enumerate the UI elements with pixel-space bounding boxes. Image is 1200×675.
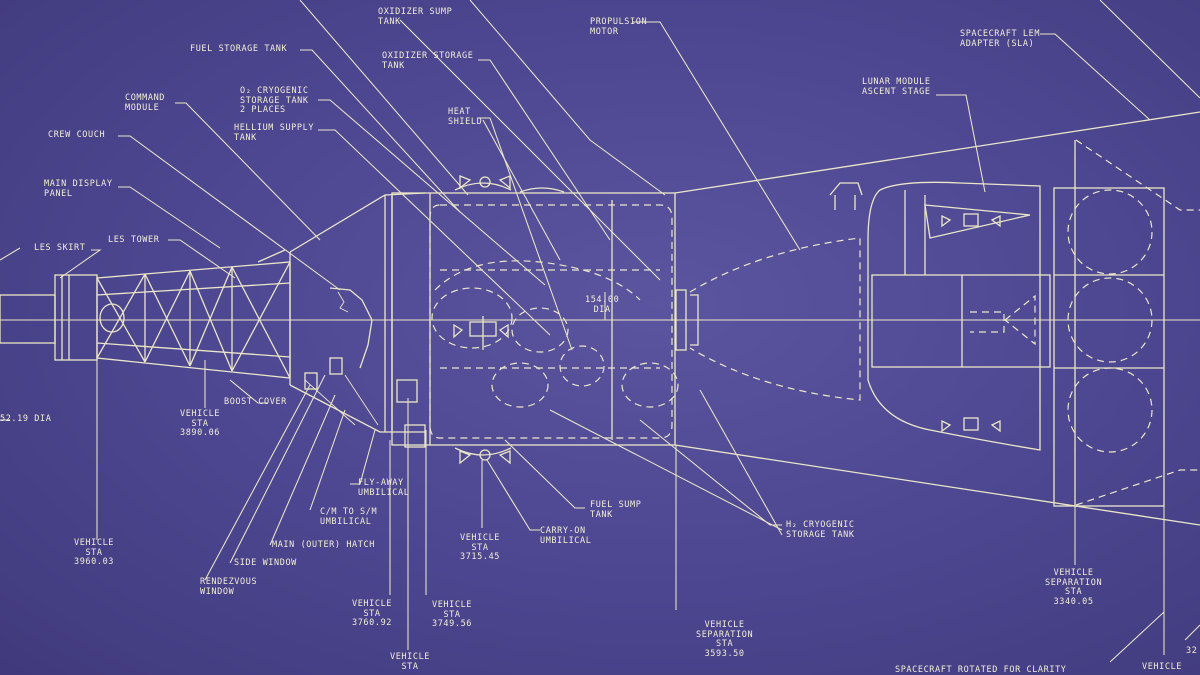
label-vehicle-sta-3715: VEHICLE STA 3715.45	[460, 533, 501, 562]
service-module	[391, 175, 679, 465]
label-vehicle-sta-3890: VEHICLE STA 3890.06	[180, 409, 221, 438]
label-vehicle-right-edge: VEHICLE	[1142, 662, 1183, 672]
label-vehicle-sta-3760: VEHICLE STA 3760.92	[352, 599, 393, 628]
label-oxidizer-storage-tank: OXIDIZER STORAGE TANK	[382, 51, 474, 71]
label-lunar-module-ascent-stage: LUNAR MODULE ASCENT STAGE	[862, 77, 931, 97]
label-rendezvous-window: RENDEZVOUS WINDOW	[200, 577, 258, 597]
label-dia-52-19: 52.19 DIA	[0, 414, 52, 424]
lunar-module	[829, 181, 1051, 451]
label-vehicle-sta-bottom: VEHICLE STA	[390, 652, 431, 672]
label-h2-cryogenic-storage-tank: H₂ CRYOGENIC STORAGE TANK	[786, 520, 855, 540]
sla-adapter	[674, 111, 1200, 526]
label-side-window: SIDE WINDOW	[234, 558, 297, 568]
les-tower-truss	[96, 249, 291, 379]
label-les-tower: LES TOWER	[108, 235, 160, 245]
label-fuel-storage-tank: FUEL STORAGE TANK	[190, 44, 288, 54]
label-boost-cover: BOOST COVER	[224, 397, 287, 407]
label-cm-to-sm-umbilical: C/M TO S/M UMBILICAL	[320, 507, 378, 527]
les-assembly	[0, 274, 125, 361]
label-heat-shield: HEAT SHIELD	[448, 107, 483, 127]
label-oxidizer-sump-tank: OXIDIZER SUMP TANK	[378, 7, 453, 27]
label-diameter-154: 154.00 DIA	[585, 295, 620, 315]
label-carry-on-umbilical: CARRY-ON UMBILICAL	[540, 526, 592, 546]
label-vehicle-sta-3749: VEHICLE STA 3749.56	[432, 600, 473, 629]
label-number-right-edge: 32	[1186, 646, 1198, 656]
station-lines	[0, 292, 1165, 655]
label-vehicle-separation-sta-3340: VEHICLE SEPARATION STA 3340.05	[1045, 568, 1103, 607]
label-spacecraft-rotated: SPACECRAFT ROTATED FOR CLARITY	[895, 665, 1067, 675]
label-main-display-panel: MAIN DISPLAY PANEL	[44, 179, 113, 199]
label-fuel-sump-tank: FUEL SUMP TANK	[590, 500, 642, 520]
label-command-module: COMMAND MODULE	[125, 93, 166, 113]
label-vehicle-separation-sta-3593: VEHICLE SEPARATION STA 3593.50	[696, 620, 754, 659]
label-fly-away-umbilical: FLY-AWAY UMBILICAL	[358, 478, 410, 498]
label-les-skirt: LES SKIRT	[34, 243, 86, 253]
label-crew-couch: CREW COUCH	[48, 130, 106, 140]
label-helium-supply-tank: HELLIUM SUPPLY TANK	[234, 123, 315, 143]
label-propulsion-motor: PROPULSION MOTOR	[590, 17, 648, 37]
propulsion-motor-bell	[675, 237, 861, 401]
label-vehicle-sta-3960: VEHICLE STA 3960.03	[74, 538, 115, 567]
label-o2-cryogenic-storage-tank: O₂ CRYOGENIC STORAGE TANK 2 PLACES	[240, 86, 309, 115]
label-main-outer-hatch: MAIN (OUTER) HATCH	[272, 540, 375, 550]
label-spacecraft-lem-adapter: SPACECRAFT LEM ADAPTER (SLA)	[960, 29, 1041, 49]
